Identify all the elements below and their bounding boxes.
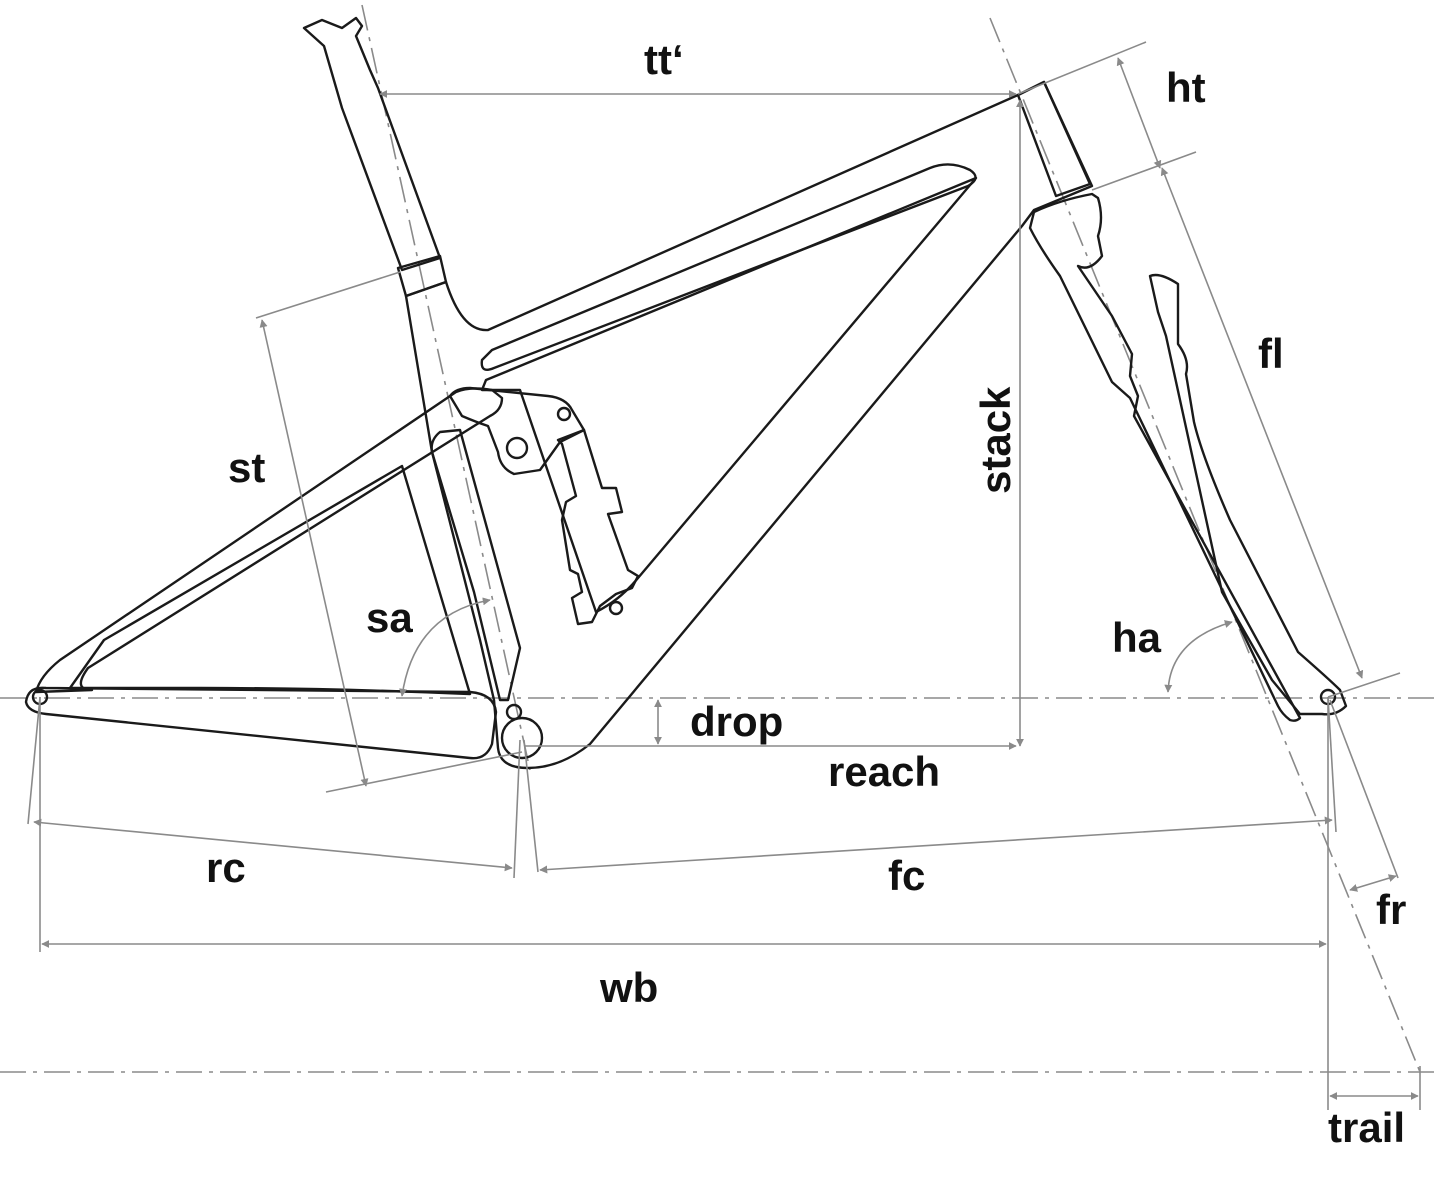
- label-top-tube: tt‘: [644, 36, 684, 83]
- head-angle-arc: [1164, 620, 1233, 693]
- fork-length-ext: [1327, 672, 1401, 698]
- label-head-tube: ht: [1166, 64, 1206, 111]
- chain-stay-upper: [430, 428, 522, 702]
- shock-mount-pivot: [556, 406, 572, 422]
- main-frame-outline: [404, 80, 1094, 770]
- seat-tube-axis: [361, 4, 531, 771]
- dimension-lines: [27, 41, 1421, 1110]
- seat-stay: [34, 387, 504, 694]
- rear-axle-ext: [27, 696, 41, 825]
- rear-shock-body: [556, 428, 640, 626]
- front-axle-ext: [1327, 696, 1337, 833]
- shock-eye: [608, 600, 624, 616]
- rear-center-dimension: [33, 818, 513, 872]
- rocker-pivot: [505, 436, 529, 460]
- seat-angle-arc: [399, 597, 491, 697]
- label-seat-angle: sa: [366, 594, 413, 641]
- label-rear-center: rc: [206, 844, 246, 891]
- down-tube-inner: [480, 176, 978, 614]
- chainstay-pivot: [505, 703, 523, 721]
- fork-crown-and-leg: [1028, 192, 1302, 722]
- seat-tube-ext-bottom: [325, 751, 523, 793]
- head-tube-ext-2: [1091, 151, 1197, 191]
- label-seat-tube: st: [228, 444, 265, 491]
- label-reach: reach: [828, 748, 940, 795]
- seat-tube-dimension: [259, 319, 369, 787]
- label-stack: stack: [972, 386, 1019, 494]
- front-center-dimension: [539, 816, 1333, 874]
- head-tube-dimension: [1116, 57, 1162, 169]
- bottom-bracket: [500, 716, 544, 760]
- label-fork-rake: fr: [1376, 886, 1406, 933]
- label-head-angle: ha: [1112, 614, 1162, 661]
- bb-ext-right: [523, 739, 539, 873]
- fork-rake-dimension: [1349, 874, 1397, 892]
- fork-rake-ext: [1329, 699, 1399, 879]
- bb-ext-left: [513, 739, 521, 879]
- seatpost: [302, 16, 442, 272]
- axis-lines: [0, 4, 1440, 1073]
- seat-stay-cutout: [68, 464, 472, 696]
- fork-length-dimension: [1160, 167, 1364, 679]
- label-wheelbase: wb: [599, 964, 658, 1011]
- seat-tube-ext-top: [255, 271, 401, 319]
- label-front-center: fc: [888, 852, 925, 899]
- label-trail: trail: [1328, 1104, 1405, 1151]
- label-drop: drop: [690, 698, 783, 745]
- head-tube: [1016, 80, 1092, 198]
- head-tube-ext-1: [1017, 41, 1147, 95]
- dimension-labels: tt‘ ht fl st stack sa ha drop reach rc f…: [206, 36, 1406, 1151]
- rocker-link: [448, 386, 586, 476]
- label-fork-length: fl: [1258, 330, 1284, 377]
